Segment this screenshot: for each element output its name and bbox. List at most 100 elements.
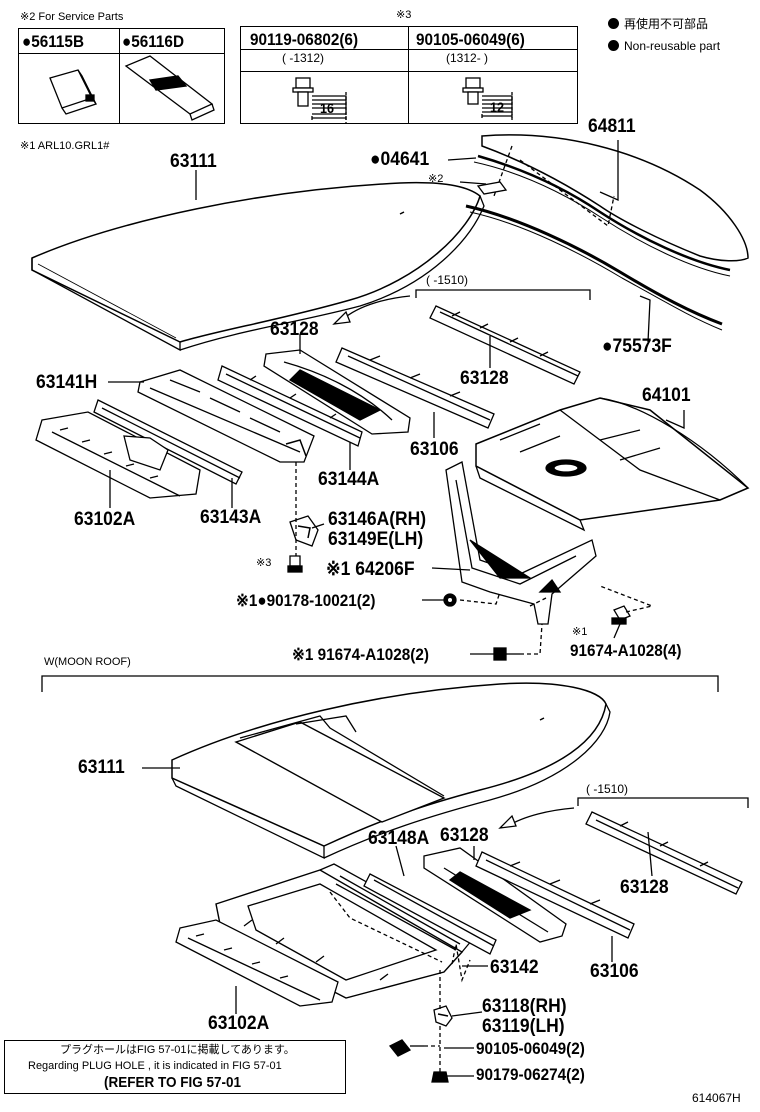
nut-90179 (431, 1071, 449, 1083)
label-63128-right: 63128 (620, 877, 669, 898)
roof-panel-upper (31, 181, 485, 352)
label-63142: 63142 (490, 957, 539, 978)
roof-panel-moonroof (171, 682, 611, 860)
label-63118-rh: 63118(RH) (482, 996, 567, 1017)
legend-jp-text: 再使用不可部品 (624, 17, 709, 31)
label-63119-lh: 63119(LH) (482, 1016, 565, 1037)
range-1510-lower: ( -1510) (586, 782, 629, 796)
moonroof-section-bracket (41, 675, 719, 692)
label-63149e-lh: 63149E(LH) (328, 529, 424, 550)
label-63128-upper: 63128 (460, 368, 509, 389)
roof-bow-63106-moonroof (475, 851, 635, 939)
bolt-90105-illustration (462, 77, 513, 122)
label-63128-moonroof: 63128 (440, 825, 489, 846)
plug-note-en: Regarding PLUG HOLE , it is indicated in… (28, 1060, 282, 1072)
service-part-56116d: ●56116D (122, 32, 185, 51)
legend-en: Non-reusable part (608, 38, 720, 54)
service-part-56116d-illustration (124, 55, 215, 121)
bolt-90105-lower (388, 1039, 424, 1057)
label-63106-upper: 63106 (410, 439, 459, 460)
dashed-leaders-lower (329, 891, 471, 1072)
bolt-cell-left (241, 27, 409, 123)
bracket-63146a (289, 515, 319, 547)
front-header-63102a-upper (35, 411, 201, 499)
bolt-table-heading: ※3 (396, 9, 412, 21)
label-91674-right-mark: ※1 (572, 626, 588, 638)
bolt-range-90105: (1312- ) (446, 51, 489, 65)
bolt-part-90119: 90119-06802(6) (250, 30, 359, 49)
label-63102a-upper: 63102A (74, 509, 136, 530)
label-63141h: 63141H (36, 372, 98, 393)
bolt-dim-12: 12 (490, 99, 505, 115)
label-63111-upper: 63111 (170, 151, 217, 172)
roof-rail-63143a (93, 399, 243, 485)
label-75573f: ●75573F (602, 336, 672, 357)
label-63111-moonroof: 63111 (78, 757, 125, 778)
non-reusable-dot-icon (608, 40, 619, 52)
package-tray-64101 (475, 397, 750, 532)
bracket-63118 (433, 1005, 453, 1027)
service-part-56115b-illustration (49, 69, 98, 115)
label-90179-06274: 90179-06274(2) (476, 1065, 585, 1084)
roof-bow-63106-upper (335, 347, 495, 429)
bolt-91674-left (493, 647, 520, 661)
roof-bow-63128-right (585, 811, 743, 895)
bolt-dim-16: 16 (320, 100, 335, 116)
bolt-90119-illustration (292, 77, 347, 124)
label-63106-moonroof: 63106 (590, 961, 639, 982)
non-reusable-dot-icon (608, 18, 619, 30)
legend-en-text: Non-reusable part (624, 39, 721, 53)
leaders-upper (108, 140, 685, 655)
bolt-part-90105: 90105-06049(6) (416, 30, 525, 49)
roof-bow-63128-moonroof (423, 847, 567, 943)
label-90178-10021: ※1●90178-10021(2) (236, 591, 376, 610)
plug-note-jp: プラグホールはFIG 57-01に掲載してあります。 (60, 1044, 295, 1056)
label-63102a-moonroof: 63102A (208, 1013, 270, 1034)
label-63128-centre: 63128 (270, 319, 319, 340)
label-04641: ●04641 (370, 149, 430, 170)
figure-code: 614067H (692, 1091, 741, 1105)
plug-note-ref: (REFER TO FIG 57-01 (104, 1074, 242, 1091)
range-1510-upper: ( -1510) (426, 273, 469, 287)
label-64101: 64101 (642, 385, 691, 406)
bolt-upper (287, 555, 303, 573)
roof-bow-63144a (217, 365, 363, 447)
service-part-cell (19, 29, 120, 123)
service-part-56115b: ●56115B (22, 32, 85, 51)
moonroof-frame (215, 863, 474, 999)
back-window-glass (465, 134, 749, 331)
roof-bow-63148a (363, 873, 497, 955)
brace-64206f (445, 461, 597, 625)
plug-hole-note-box (4, 1040, 346, 1094)
label-63146a-rh: 63146A(RH) (328, 509, 427, 530)
section-moonroof-label: W(MOON ROOF) (44, 656, 131, 668)
bolt-range-90119: ( -1312) (282, 51, 325, 65)
label-63143a: 63143A (200, 507, 262, 528)
label-91674-left: ※1 91674-A1028(2) (292, 645, 430, 664)
dashed-leaders-upper (295, 462, 655, 655)
table-divider (19, 53, 224, 54)
leaders-lower (142, 767, 749, 1077)
bolt-table (240, 26, 578, 124)
label-90105-06049: 90105-06049(2) (476, 1039, 585, 1058)
front-header-63102a-lower (175, 919, 339, 1007)
applicability-note: ※1 ARL10.GRL1# (20, 140, 110, 152)
roof-rail-63141h (137, 369, 315, 463)
label-64811: 64811 (588, 116, 636, 137)
service-parts-heading: ※2 For Service Parts (20, 11, 124, 23)
service-parts-table (18, 28, 225, 124)
label-star2: ※2 (428, 173, 444, 185)
label-63144a: 63144A (318, 469, 380, 490)
bolt-table-divider-2 (241, 71, 577, 72)
label-91674-right: 91674-A1028(4) (570, 641, 682, 660)
nut-90178 (443, 593, 457, 607)
roof-bow-63128-upper (429, 305, 581, 385)
bolt-table-divider-1 (241, 49, 577, 50)
label-63148a: 63148A (368, 828, 430, 849)
label-64206f: ※1 64206F (326, 559, 415, 580)
bolt-91674-right (611, 605, 631, 625)
legend-jp: 再使用不可部品 (608, 16, 708, 32)
label-star3: ※3 (256, 557, 272, 569)
